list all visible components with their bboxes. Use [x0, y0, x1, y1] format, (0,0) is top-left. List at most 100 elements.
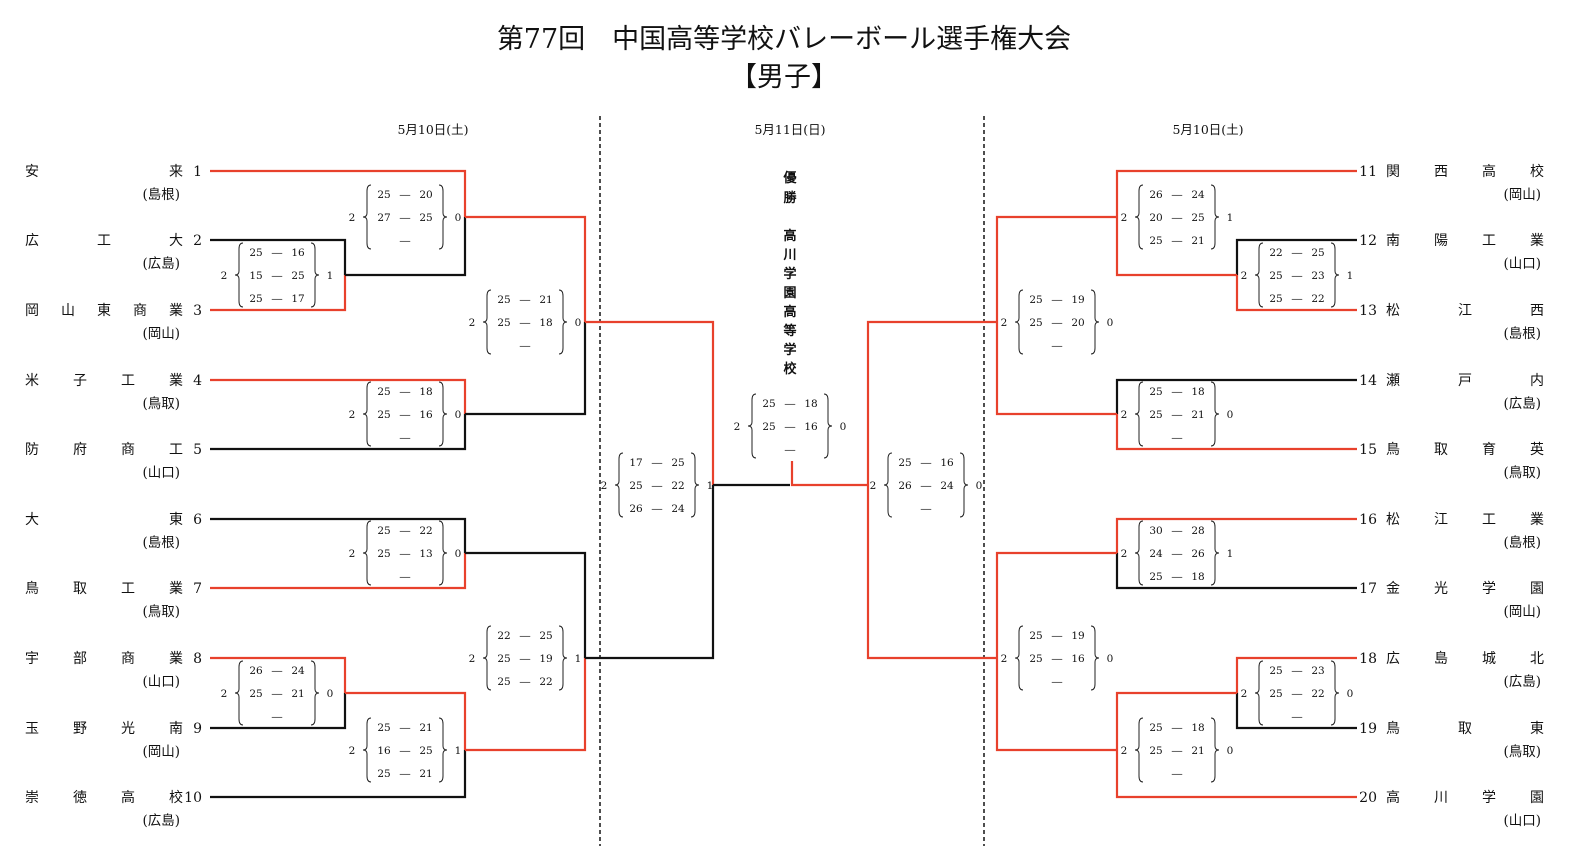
sets-won-left: 2	[469, 317, 476, 329]
brace-right	[1330, 242, 1340, 308]
winner-path	[1115, 414, 1357, 451]
loser-path	[210, 693, 347, 730]
set-dash: ―	[1052, 340, 1063, 352]
loser-path	[1115, 553, 1357, 590]
winner-path	[790, 461, 868, 487]
set-score-left: 30	[1149, 525, 1162, 537]
set-dash: ―	[272, 247, 283, 259]
team-name-char: 商	[133, 303, 147, 319]
set-score-right: 24	[671, 503, 685, 515]
set-score-right: 25	[1191, 212, 1204, 224]
set-dash: ―	[272, 711, 283, 723]
set-score-right: 18	[1191, 571, 1204, 583]
set-dash: ―	[1292, 247, 1303, 259]
set-score-left: 25	[249, 247, 262, 259]
winner-path	[465, 658, 587, 752]
team-name-char: 山	[61, 303, 75, 319]
brace-left	[1134, 717, 1144, 783]
set-dash: ―	[1292, 293, 1303, 305]
team-name-char: 大	[169, 233, 183, 249]
sets-won-right: 0	[327, 688, 334, 700]
team-name-char: 高	[1482, 163, 1496, 180]
team-name-char: 取	[73, 581, 87, 597]
loser-path	[1115, 378, 1357, 414]
team-seed: 5	[193, 442, 202, 458]
team-seed: 19	[1359, 721, 1377, 737]
team-name-char: 徳	[73, 790, 87, 806]
team-name-char: 光	[121, 721, 135, 737]
brace-right	[823, 393, 833, 459]
team-name-char: 西	[1434, 164, 1448, 180]
sets-won-right: 0	[1347, 688, 1354, 700]
set-score-right: 24	[291, 665, 305, 677]
sets-won-left: 2	[1001, 653, 1008, 665]
set-dash: ―	[1292, 665, 1303, 677]
set-dash: ―	[652, 457, 663, 469]
score-box-bg	[1257, 661, 1337, 725]
team-name-char: 関	[1386, 164, 1400, 180]
brace-right	[959, 452, 969, 518]
team-name-char: 工	[121, 373, 135, 389]
score-box-bg	[1137, 382, 1217, 446]
set-dash: ―	[1172, 235, 1183, 247]
set-score-left: 25	[1149, 745, 1162, 757]
set-dash: ―	[400, 525, 411, 537]
brace-right	[1090, 289, 1100, 355]
team-name-char: 防	[25, 442, 39, 458]
set-dash: ―	[1052, 653, 1063, 665]
winner-path	[995, 215, 1117, 322]
set-dash: ―	[1172, 571, 1183, 583]
date-left: 5月10日(土)	[397, 122, 468, 137]
set-dash: ―	[1172, 768, 1183, 780]
team-name-char: 陽	[1434, 233, 1448, 249]
set-score-left: 25	[249, 293, 262, 305]
set-dash: ―	[400, 432, 411, 444]
team-prefecture: (山口)	[142, 465, 180, 481]
set-score-left: 25	[1269, 293, 1282, 305]
team-name-char: 学	[1482, 790, 1496, 806]
set-dash: ―	[400, 768, 411, 780]
set-score-left: 25	[1029, 630, 1042, 642]
team-name-char: 府	[73, 442, 87, 458]
team-name-char: 部	[73, 651, 87, 667]
set-dash: ―	[785, 421, 796, 433]
set-dash: ―	[400, 548, 411, 560]
set-score-left: 25	[497, 676, 510, 688]
sets-won-left: 2	[1121, 745, 1128, 757]
team-seed: 8	[193, 651, 202, 667]
set-dash: ―	[520, 630, 531, 642]
team-seed: 12	[1359, 233, 1377, 249]
champion-label-char: 勝	[783, 190, 797, 206]
set-score-left: 27	[377, 212, 390, 224]
set-dash: ―	[785, 444, 796, 456]
team-name-char: 北	[1530, 651, 1544, 667]
champion-name-char: 学	[783, 266, 796, 282]
set-score-left: 25	[377, 722, 390, 734]
brace-left	[362, 381, 372, 447]
team-name-char: 安	[25, 164, 39, 180]
brace-right	[1330, 660, 1340, 726]
team-seed: 7	[193, 581, 202, 597]
team-name-char: 業	[169, 651, 183, 667]
winner-path	[1115, 217, 1237, 277]
set-score-right: 24	[1191, 189, 1205, 201]
sets-won-right: 0	[455, 212, 462, 224]
team-prefecture: (鳥取)	[1503, 744, 1541, 760]
sets-won-left: 2	[349, 548, 356, 560]
team-seed: 4	[193, 373, 202, 389]
set-dash: ―	[400, 189, 411, 201]
brace-left	[1134, 381, 1144, 447]
